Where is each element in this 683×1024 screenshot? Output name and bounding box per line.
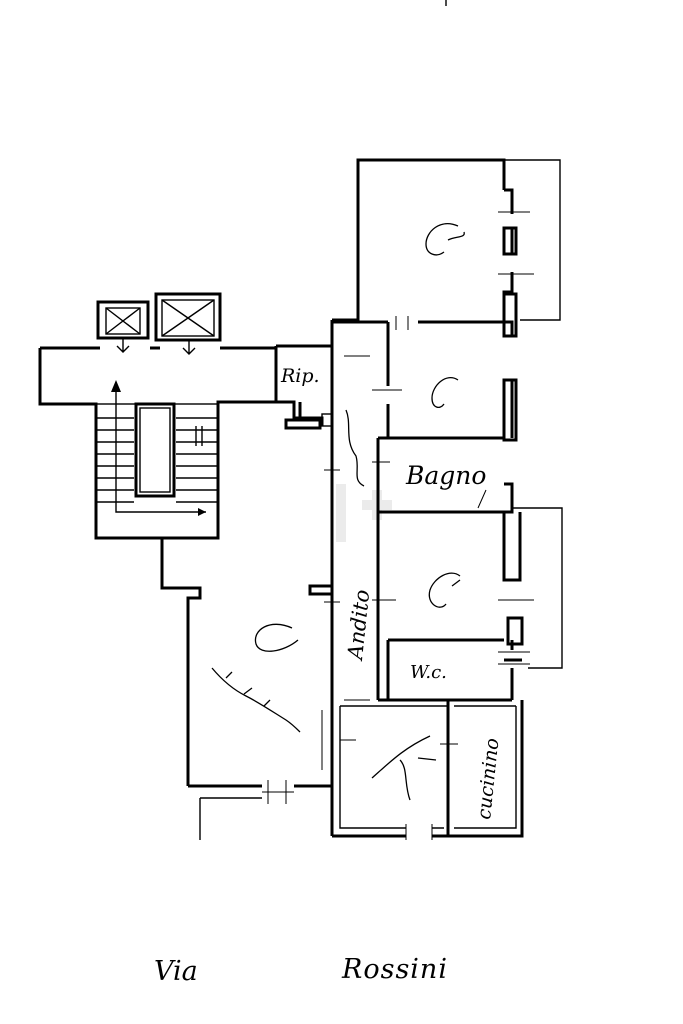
wc-room: W.c.	[378, 640, 530, 702]
elevator-icon	[154, 292, 222, 355]
label-cucinino: cucinino	[473, 737, 503, 820]
bedroom-bottom	[372, 512, 534, 646]
label-street-name: Rossini	[341, 954, 448, 985]
room-scribble-icon	[428, 572, 461, 608]
corridor: Andito	[324, 158, 506, 836]
stair-treads	[96, 417, 218, 503]
street-label: Via Rossini	[154, 954, 448, 987]
label-street-via: Via	[154, 956, 198, 987]
living-room	[188, 400, 334, 840]
label-bagno: Bagno	[405, 461, 486, 490]
bedroom-middle	[372, 292, 518, 442]
stair-arrow-icon	[111, 380, 206, 516]
kitchen: cucinino	[332, 700, 524, 840]
label-rip: Rip.	[280, 365, 320, 387]
bathroom: Bagno	[372, 436, 563, 669]
elevator-icon	[96, 300, 150, 353]
stairwell-block	[38, 292, 278, 786]
room-scribble-icon	[211, 623, 301, 733]
storage-room: Rip.	[274, 344, 333, 430]
room-scribble-icon	[431, 377, 459, 409]
room-scribble-icon	[425, 223, 465, 256]
label-andito: Andito	[343, 588, 374, 662]
label-wc: W.c.	[410, 662, 447, 683]
bedroom-top	[332, 159, 561, 324]
room-scribble-icon	[371, 735, 437, 801]
